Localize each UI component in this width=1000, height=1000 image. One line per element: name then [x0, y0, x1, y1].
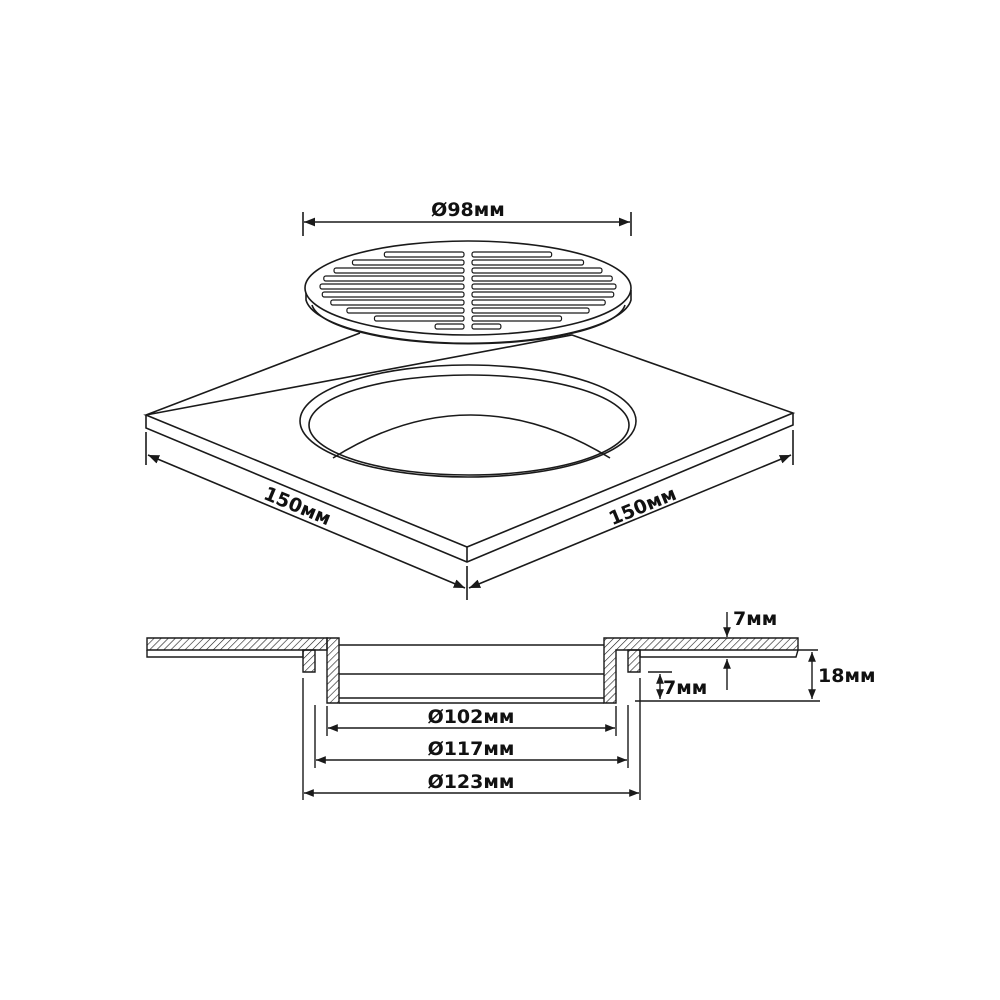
grate-slot [471, 259, 585, 266]
square-plate [143, 332, 796, 563]
grate-slot [471, 275, 613, 282]
total-height-label: 18мм [818, 665, 876, 687]
grate-slot [471, 251, 553, 258]
cross-section [146, 612, 820, 800]
grate-slot [323, 275, 465, 282]
grate-slot [321, 291, 465, 298]
grate-slot [330, 299, 465, 306]
grate-slot [319, 283, 465, 290]
flange-thickness-label: 7мм [733, 608, 777, 630]
grate-slot [471, 323, 502, 330]
grate-slot [471, 315, 563, 322]
plate-side-left-label: 150мм [260, 483, 334, 531]
grate-slot [471, 307, 590, 314]
grate-slot [351, 259, 465, 266]
grate-slot [346, 307, 465, 314]
grate-slot [471, 267, 603, 274]
grate-slot [471, 299, 606, 306]
grate-slot [373, 315, 465, 322]
grate-slots [319, 251, 617, 330]
skirt-height-label: 7мм [663, 677, 707, 699]
plate-dimensions [145, 430, 794, 600]
grate-slot [383, 251, 465, 258]
inner-diameter-label: Ø102мм [428, 706, 515, 728]
grate-slot [434, 323, 465, 330]
plate-side-right-label: 150мм [606, 483, 680, 530]
grate-slot [471, 291, 615, 298]
grate-dimension [302, 212, 632, 236]
grate-slot [333, 267, 465, 274]
middle-diameter-label: Ø117мм [428, 738, 515, 760]
grate-diameter-label: Ø98мм [431, 199, 505, 221]
outer-diameter-label: Ø123мм [428, 771, 515, 793]
round-grate [304, 240, 632, 345]
plate-opening [299, 364, 637, 478]
grate-slot [471, 283, 617, 290]
